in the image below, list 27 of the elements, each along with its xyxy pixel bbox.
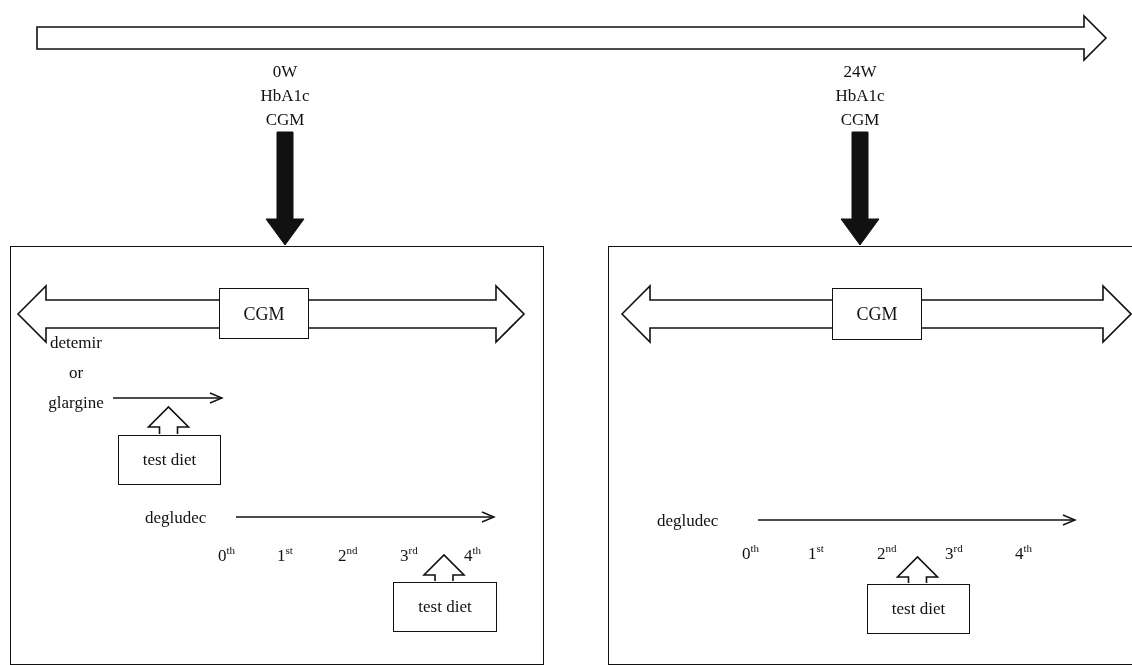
drug-label: degludec xyxy=(145,508,207,528)
period-panel xyxy=(608,246,1132,665)
diet-callout-box: test diet xyxy=(393,582,497,632)
cgm-box: CGM xyxy=(219,288,309,339)
measurement-note: 24W HbA1c CGM xyxy=(825,60,895,132)
measurement-note: 0W HbA1c CGM xyxy=(250,60,320,132)
week-label: 3$^{rd}$ xyxy=(400,543,418,566)
week-label: 4$^{th}$ xyxy=(464,543,482,566)
diet-callout-box: test diet xyxy=(118,435,221,485)
cgm-box: CGM xyxy=(832,288,922,340)
period-panel xyxy=(10,246,544,665)
week-label: 0$^{th}$ xyxy=(742,541,760,564)
week-label: 1$^{st}$ xyxy=(808,541,824,564)
week-label: 2$^{nd}$ xyxy=(338,543,358,566)
block-arrow xyxy=(895,555,940,584)
week-label: 4$^{th}$ xyxy=(1015,541,1033,564)
drug-label: degludec xyxy=(657,511,719,531)
week-label: 2$^{nd}$ xyxy=(877,541,897,564)
diet-callout-box: test diet xyxy=(867,584,970,634)
block-arrow xyxy=(840,131,880,246)
week-label: 3$^{rd}$ xyxy=(945,541,963,564)
block-arrow xyxy=(146,405,191,435)
week-label: 0$^{th}$ xyxy=(218,543,236,566)
block-arrow xyxy=(422,553,466,582)
block-arrow xyxy=(265,131,305,246)
week-label: 1$^{st}$ xyxy=(277,543,293,566)
drug-label: detemir or glargine xyxy=(47,332,105,414)
